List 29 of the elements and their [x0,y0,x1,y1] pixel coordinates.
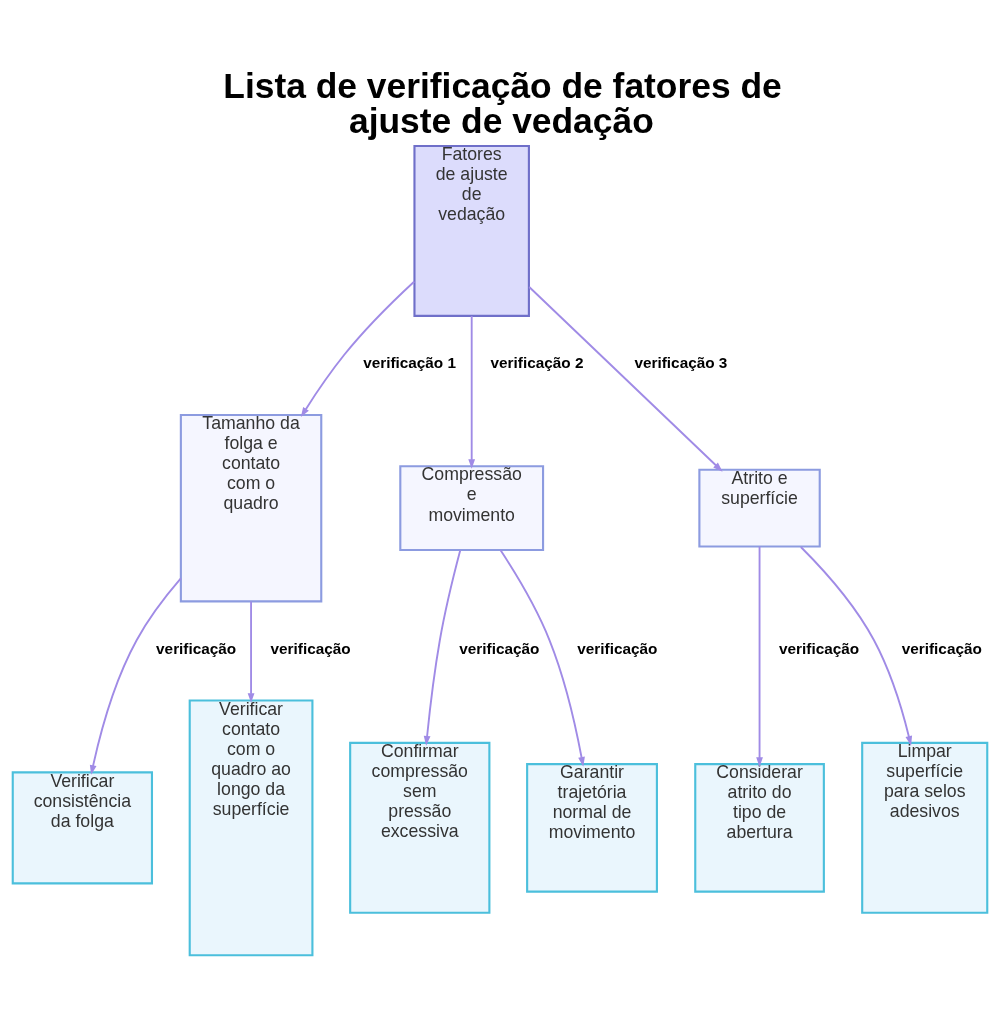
node-box: Limpar superfície para selos adesivos [861,741,989,914]
node-box: Verificar contato com o quadro ao longo da superfície [188,698,314,956]
node-box: Considerar atrito do tipo de abertura [694,762,825,893]
arrow [528,285,723,472]
edge-label: verificação 1 [363,353,457,371]
arrow [468,314,476,469]
edge-label: verificação [779,639,860,657]
arrow [300,280,416,417]
arrow [756,545,763,767]
arrow [423,548,462,746]
arrow [247,600,255,703]
node-box: Verificar consistência da folga [11,770,153,884]
node-box: Atrito e superfície [698,468,821,548]
edge-label: verificação [459,639,540,657]
edge-label: verificação 3 [634,353,728,371]
edge-label: verificação [156,639,237,657]
edge-label: verificação [577,639,658,657]
edge-label: verificação 2 [490,353,584,371]
diagram-title: Lista de verificação de fatores de ajuste de vedação [223,65,782,140]
node-box: Compressão e movimento [399,464,545,551]
edge-label: verificação [901,639,982,657]
arrow [89,577,182,775]
arrow [799,545,913,746]
node-box: Garantir trajetória normal de movimento [526,762,658,893]
node-box: Tamanho da folga e contato com o quadro [179,413,323,602]
edge-label: verificação [270,639,351,657]
arrow [499,548,585,767]
node-box: Confirmar compressão sem pressão excessiva [349,741,491,914]
node-box: Fatores de ajuste de vedação [413,144,530,317]
